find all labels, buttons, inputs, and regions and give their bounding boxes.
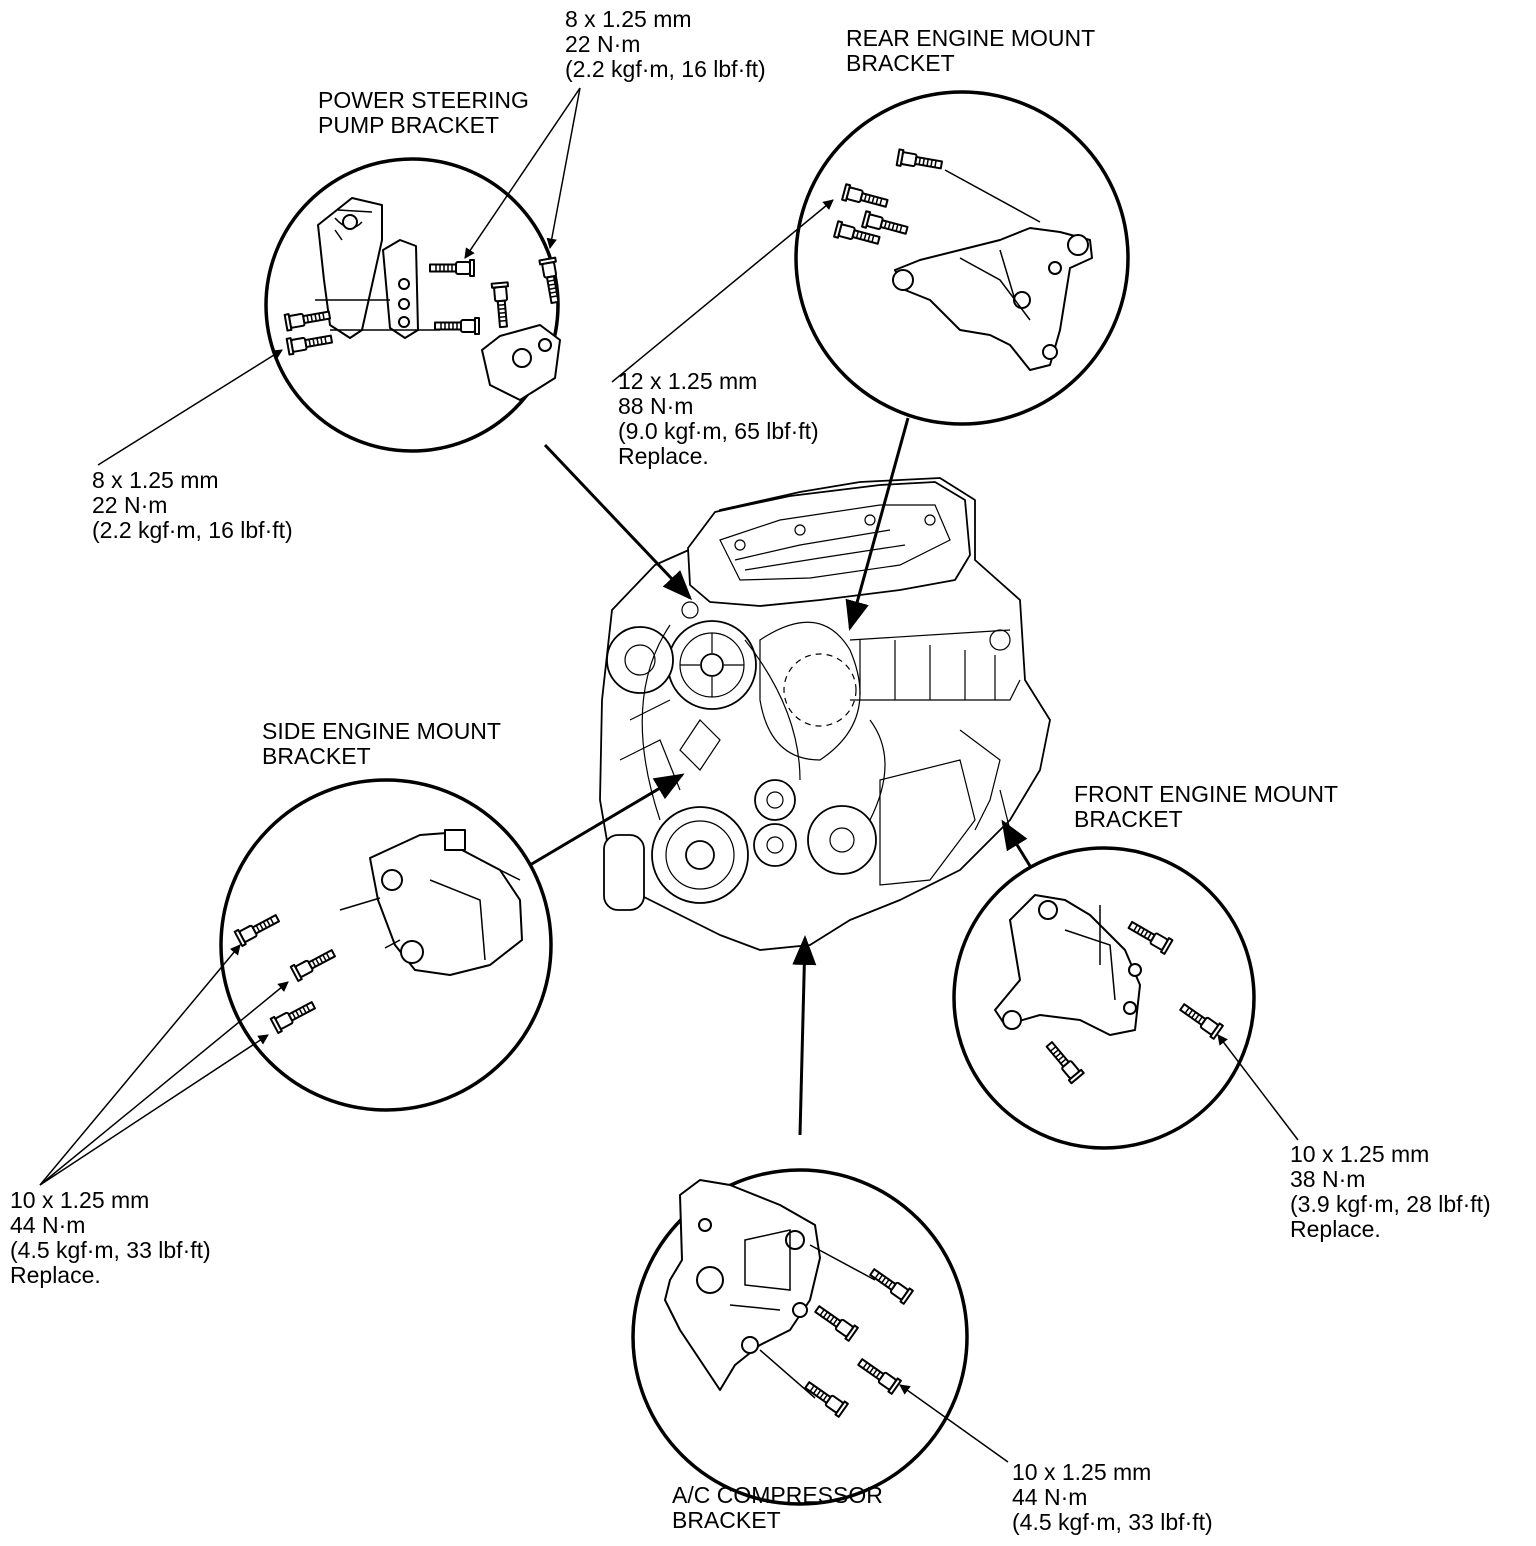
ps-bolt-top-spec: 8 x 1.25 mm 22 N·m (2.2 kgf·m, 16 lbf·ft… [565,7,766,82]
engine-assembly [599,477,1051,951]
label-line: FRONT ENGINE MOUNT [1074,781,1339,807]
ac-bracket-label: A/C COMPRESSOR BRACKET [672,1483,883,1533]
ac-bolt-spec: 10 x 1.25 mm 44 N·m (4.5 kgf·m, 33 lbf·f… [1012,1460,1213,1535]
side-bolt-spec: 10 x 1.25 mm 44 N·m (4.5 kgf·m, 33 lbf·f… [10,1188,211,1288]
rear-bracket-label: REAR ENGINE MOUNT BRACKET [846,26,1095,76]
label-line: BRACKET [672,1507,781,1533]
spec-line: 8 x 1.25 mm [92,467,219,493]
label-line: A/C COMPRESSOR [672,1482,883,1508]
front-bolt-spec: 10 x 1.25 mm 38 N·m (3.9 kgf·m, 28 lbf·f… [1290,1142,1491,1242]
spec-line: Replace. [1290,1216,1381,1242]
ps-bolt-left-spec: 8 x 1.25 mm 22 N·m (2.2 kgf·m, 16 lbf·ft… [92,468,293,543]
spec-line: (4.5 kgf·m, 33 lbf·ft) [10,1237,211,1263]
label-line: REAR ENGINE MOUNT [846,25,1096,51]
spec-line: 10 x 1.25 mm [10,1187,150,1213]
spec-line: (4.5 kgf·m, 33 lbf·ft) [1012,1509,1213,1535]
front-bracket-label: FRONT ENGINE MOUNT BRACKET [1074,782,1338,832]
spec-line: 88 N·m [618,393,694,419]
spec-line: Replace. [10,1262,101,1288]
spec-line: Replace. [618,443,709,469]
side-bracket-label: SIDE ENGINE MOUNT BRACKET [262,719,501,769]
front-bracket-parts [994,894,1224,1085]
label-line: BRACKET [1074,806,1183,832]
spec-line: 44 N·m [10,1212,86,1238]
ps-bracket-parts [283,197,564,401]
spec-line: 38 N·m [1290,1166,1366,1192]
spec-line: 12 x 1.25 mm [618,368,758,394]
label-line: POWER STEERING [318,87,529,113]
label-line: BRACKET [846,50,955,76]
ac-bracket-parts [664,1179,914,1418]
spec-line: (2.2 kgf·m, 16 lbf·ft) [92,517,293,543]
label-line: SIDE ENGINE MOUNT [262,718,501,744]
side-bracket-parts [233,829,523,1034]
rear-bracket-parts [833,148,1093,371]
spec-line: 22 N·m [565,31,641,57]
spec-line: 44 N·m [1012,1484,1088,1510]
spec-line: 8 x 1.25 mm [565,6,692,32]
spec-line: 10 x 1.25 mm [1012,1459,1152,1485]
spec-line: (2.2 kgf·m, 16 lbf·ft) [565,56,766,82]
spec-line: (9.0 kgf·m, 65 lbf·ft) [618,418,819,444]
spec-line: 22 N·m [92,492,168,518]
label-line: BRACKET [262,743,371,769]
ps-bracket-label: POWER STEERING PUMP BRACKET [318,88,529,138]
spec-line: (3.9 kgf·m, 28 lbf·ft) [1290,1191,1491,1217]
label-line: PUMP BRACKET [318,112,500,138]
rear-bolt-spec: 12 x 1.25 mm 88 N·m (9.0 kgf·m, 65 lbf·f… [618,369,819,469]
spec-line: 10 x 1.25 mm [1290,1141,1430,1167]
